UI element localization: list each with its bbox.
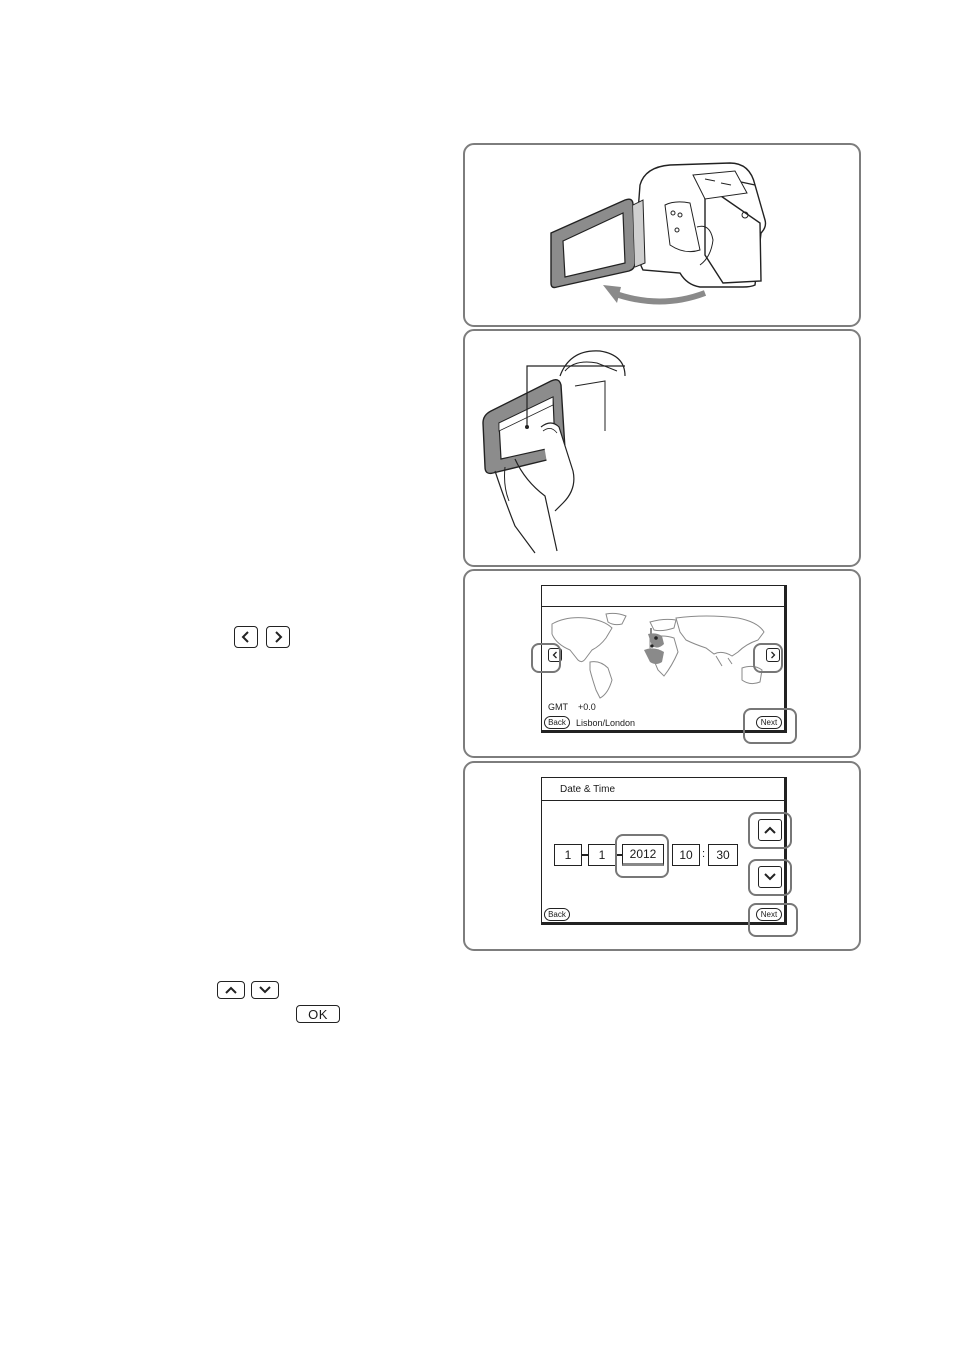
up-inline-button bbox=[217, 981, 245, 999]
down-inline-button bbox=[251, 981, 279, 999]
chevron-right-icon bbox=[272, 631, 284, 643]
ok-inline-button: OK bbox=[296, 1005, 340, 1023]
touch-screen-illustration bbox=[465, 331, 859, 565]
time-separator: : bbox=[702, 848, 705, 860]
camcorder-open-illustration bbox=[465, 145, 859, 325]
world-map bbox=[546, 610, 782, 700]
datetime-back-button[interactable]: Back bbox=[544, 908, 570, 921]
highlight-area-next bbox=[753, 643, 783, 673]
highlight-decrease bbox=[748, 859, 792, 896]
highlight-area-prev bbox=[531, 643, 561, 673]
highlight-area-next-screen bbox=[743, 708, 797, 744]
screen-title-bar bbox=[542, 586, 784, 607]
date-time-title: Date & Time bbox=[560, 784, 615, 795]
gmt-value: +0.0 bbox=[578, 702, 596, 712]
chevron-down-icon bbox=[259, 985, 271, 995]
gmt-label: GMT bbox=[548, 702, 568, 712]
minute-field[interactable]: 30 bbox=[708, 844, 738, 866]
chevron-left-icon bbox=[240, 631, 252, 643]
ok-label: OK bbox=[308, 1007, 328, 1022]
prev-area-inline-button bbox=[234, 626, 258, 648]
hour-field[interactable]: 10 bbox=[672, 844, 700, 866]
panel-open-monitor bbox=[463, 143, 861, 327]
area-back-button[interactable]: Back bbox=[544, 716, 570, 729]
panel-touch-screen bbox=[463, 329, 861, 567]
highlight-year-field bbox=[615, 834, 669, 878]
screen-title-bar: Date & Time bbox=[542, 778, 784, 801]
panel-date-time: Date & Time 1 1 2012 10 : 30 Back Next bbox=[463, 761, 861, 951]
area-name: Lisbon/London bbox=[576, 718, 635, 728]
chevron-up-icon bbox=[225, 985, 237, 995]
highlight-increase bbox=[748, 812, 792, 849]
next-area-inline-button bbox=[266, 626, 290, 648]
panel-area-setting: GMT +0.0 Back Lisbon/London Next bbox=[463, 569, 861, 758]
day-field[interactable]: 1 bbox=[588, 844, 616, 866]
month-field[interactable]: 1 bbox=[554, 844, 582, 866]
highlight-datetime-next bbox=[748, 903, 798, 937]
